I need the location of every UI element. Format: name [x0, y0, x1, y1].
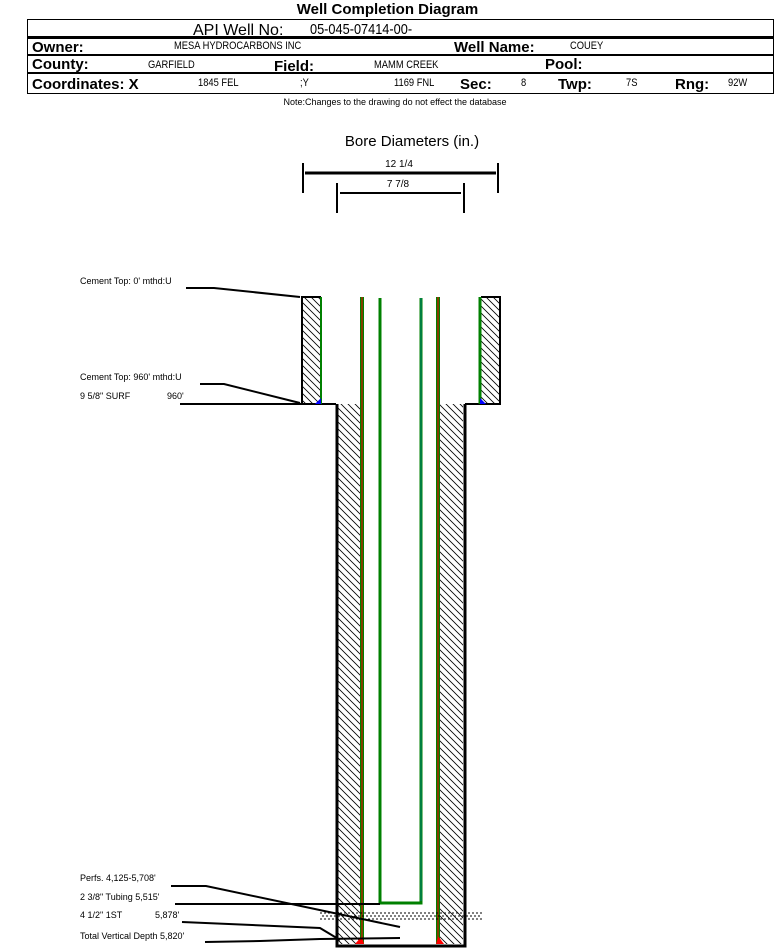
county-value: GARFIELD [148, 59, 195, 71]
surface-hole [301, 296, 501, 405]
sec-label: Sec: [460, 76, 492, 93]
county-row: County: GARFIELD Field: MAMM CREEK Pool: [28, 56, 773, 75]
bore-title: Bore Diameters (in.) [345, 133, 479, 150]
rng-label: Rng: [675, 76, 710, 93]
bore-outer-dimension: 12 1/4 [302, 159, 499, 193]
production-casing [355, 297, 444, 944]
sec-value: 8 [521, 77, 527, 89]
bore-inner-label: 7 7/8 [387, 179, 410, 190]
note-text: Note:Changes to the drawing do not effec… [283, 97, 507, 107]
well-name-value: COUEY [570, 40, 604, 52]
leader-lines [171, 287, 401, 943]
owner-value: MESA HYDROCARBONS INC [174, 40, 302, 52]
cement-foot-icon [315, 398, 321, 404]
well-header-table: API Well No: 05-045-07414-00- Owner: MES… [27, 19, 774, 94]
county-label: County: [32, 56, 89, 73]
production-hole [335, 404, 467, 948]
x-value: 1845 FEL [198, 77, 239, 89]
twp-value: 7S [626, 77, 638, 89]
api-row: API Well No: 05-045-07414-00- [28, 20, 773, 39]
field-value: MAMM CREEK [374, 59, 439, 71]
surf-casing-label: 9 5/8" SURF [80, 391, 131, 401]
coordinates-row: Coordinates: X 1845 FEL ;Y 1169 FNL Sec:… [28, 74, 773, 94]
coordinates-label: Coordinates: X [32, 76, 139, 93]
cement-foot-icon [480, 398, 486, 404]
owner-label: Owner: [32, 39, 84, 56]
perfs-label: Perfs. 4,125-5,708' [80, 873, 156, 883]
surf-casing-depth: 960' [167, 391, 184, 401]
pool-label: Pool: [545, 56, 583, 73]
tvd-label: Total Vertical Depth 5,820' [80, 931, 185, 941]
bore-outer-label: 12 1/4 [385, 159, 413, 170]
bore-inner-dimension: 7 7/8 [336, 179, 465, 213]
field-label: Field: [274, 58, 314, 75]
rng-value: 92W [728, 77, 748, 89]
cement-top-0-label: Cement Top: 0' mthd:U [80, 276, 172, 286]
owner-row: Owner: MESA HYDROCARBONS INC Well Name: … [28, 39, 773, 56]
y-value: 1169 FNL [394, 77, 435, 89]
prod-casing-depth: 5,878' [155, 910, 180, 920]
perforations [320, 912, 482, 920]
api-label: API Well No: [193, 22, 284, 39]
tubing [378, 298, 423, 905]
api-value: 05-045-07414-00- [310, 21, 413, 38]
twp-label: Twp: [558, 76, 592, 93]
y-label: ;Y [300, 77, 309, 89]
diagram-title: Well Completion Diagram [296, 1, 479, 18]
tubing-label: 2 3/8" Tubing 5,515' [80, 892, 160, 902]
prod-casing-label: 4 1/2" 1ST [80, 910, 123, 920]
well-name-label: Well Name: [454, 39, 535, 56]
cement-top-960-label: Cement Top: 960' mthd:U [80, 372, 182, 382]
